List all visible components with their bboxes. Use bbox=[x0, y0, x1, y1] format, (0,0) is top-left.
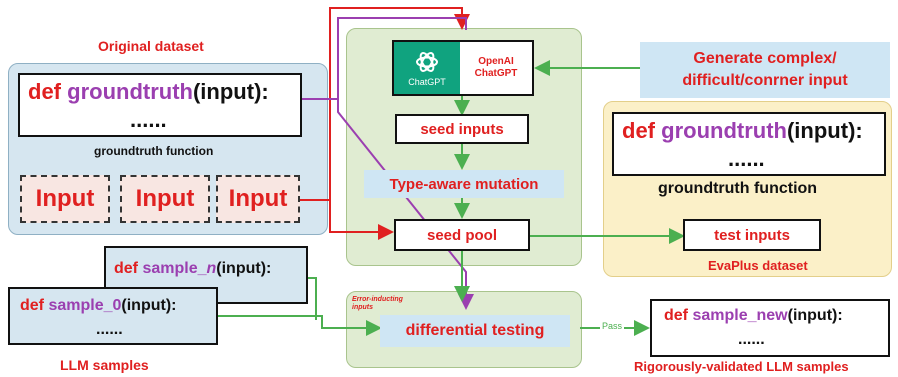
def-keyword: def bbox=[20, 297, 49, 314]
function-name-n: n bbox=[206, 260, 217, 277]
groundtruth-body-ellipsis: ...... bbox=[130, 107, 167, 132]
sample-0-code-box: def sample_0(input): ...... bbox=[8, 287, 218, 345]
sample-0-signature: def sample_0(input): bbox=[20, 297, 176, 315]
generate-input-box: Generate complex/ difficult/conrner inpu… bbox=[640, 42, 890, 98]
groundtruth-signature: def groundtruth(input): bbox=[28, 79, 269, 105]
sample-new-signature: def sample_new(input): bbox=[664, 307, 843, 325]
sample-0-body-ellipsis: ...... bbox=[96, 321, 123, 338]
llm-samples-label: LLM samples bbox=[60, 357, 149, 373]
test-inputs-node: test inputs bbox=[683, 219, 821, 251]
function-args: (input): bbox=[786, 118, 863, 143]
function-name: groundtruth bbox=[67, 79, 193, 104]
error-inducing-line1: Error-inducting bbox=[352, 296, 403, 303]
evaplus-body-ellipsis: ...... bbox=[728, 146, 765, 171]
generate-line1: Generate complex/ bbox=[693, 50, 837, 67]
differential-testing: differential testing bbox=[380, 315, 570, 347]
seed-inputs-node: seed inputs bbox=[395, 114, 529, 144]
chatgpt-name-line1: OpenAI bbox=[478, 56, 514, 67]
input-box-3: Input bbox=[216, 175, 300, 223]
function-args: (input): bbox=[121, 297, 177, 314]
input-box-1: Input bbox=[20, 175, 110, 223]
chatgpt-logo-tile: ChatGPT bbox=[394, 42, 460, 94]
input-box-2: Input bbox=[120, 175, 210, 223]
chatgpt-name: OpenAI ChatGPT bbox=[460, 42, 532, 94]
pass-label: Pass bbox=[600, 321, 625, 331]
evaplus-groundtruth-caption: groundtruth function bbox=[658, 180, 818, 197]
sample-n-signature: def sample_n(input): bbox=[114, 260, 271, 278]
function-name: sample_new bbox=[692, 307, 788, 324]
def-keyword: def bbox=[28, 79, 68, 104]
error-inducing-line2: inputs bbox=[352, 304, 373, 311]
original-dataset-label: Original dataset bbox=[98, 38, 204, 54]
chatgpt-name-line2: ChatGPT bbox=[474, 68, 518, 79]
function-name: sample_ bbox=[142, 260, 207, 277]
generate-line2: difficult/conrner input bbox=[682, 72, 848, 89]
validated-samples-label: Rigorously-validated LLM samples bbox=[634, 359, 849, 374]
evaplus-groundtruth-box: def groundtruth(input): ...... bbox=[612, 112, 886, 176]
sample-new-body-ellipsis: ...... bbox=[738, 331, 765, 348]
evaplus-groundtruth-signature: def groundtruth(input): bbox=[622, 118, 863, 144]
function-name: groundtruth bbox=[661, 118, 787, 143]
openai-logo-icon bbox=[416, 52, 438, 72]
type-aware-mutation: Type-aware mutation bbox=[364, 170, 564, 198]
def-keyword: def bbox=[622, 118, 662, 143]
def-keyword: def bbox=[114, 260, 143, 277]
function-args: (input): bbox=[192, 79, 269, 104]
groundtruth-code-box: def groundtruth(input): ...... bbox=[18, 73, 302, 137]
chatgpt-node: ChatGPT OpenAI ChatGPT bbox=[392, 40, 534, 96]
error-inducing-label: Error-inducting inputs bbox=[352, 296, 403, 312]
chatgpt-logo-text: ChatGPT bbox=[408, 77, 446, 87]
groundtruth-caption: groundtruth function bbox=[94, 144, 214, 158]
seed-pool-node: seed pool bbox=[394, 219, 530, 251]
def-keyword: def bbox=[664, 307, 693, 324]
sample-new-code-box: def sample_new(input): ...... bbox=[650, 299, 890, 357]
function-args: (input): bbox=[216, 260, 272, 277]
function-name: sample_0 bbox=[48, 297, 122, 314]
evaplus-dataset-label: EvaPlus dataset bbox=[708, 258, 808, 273]
function-args: (input): bbox=[787, 307, 843, 324]
